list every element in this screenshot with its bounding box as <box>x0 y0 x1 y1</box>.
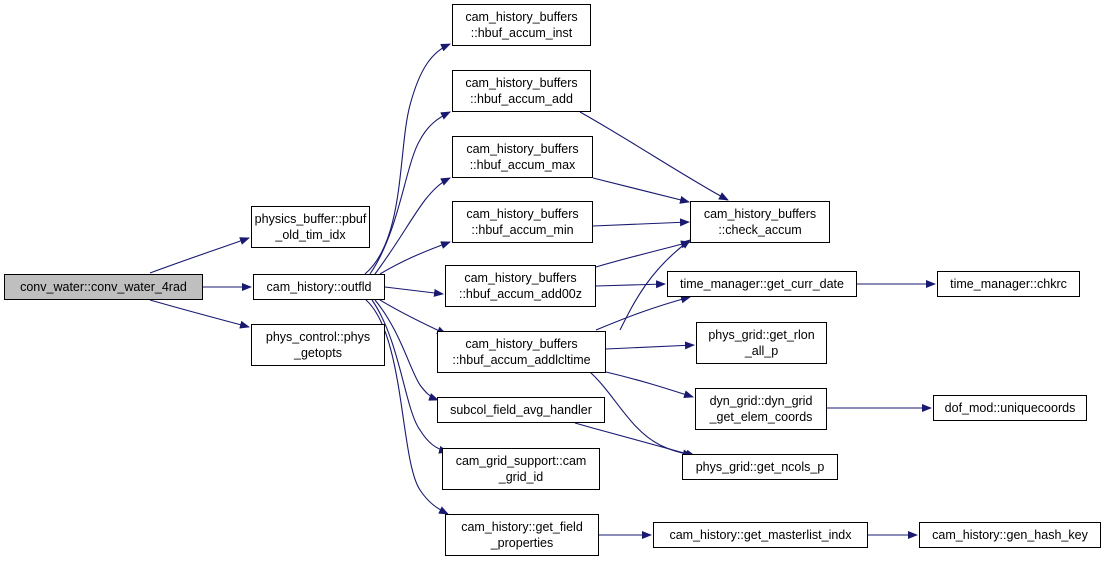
edge-outfld-to-cam-grid-id <box>371 299 449 454</box>
node-chkrc[interactable]: time_manager::chkrc <box>937 271 1080 297</box>
node-hbuf-accum-add00z[interactable]: cam_history_buffers ::hbuf_accum_add00z <box>445 265 596 307</box>
node-outfld[interactable]: cam_history::outfld <box>253 274 385 300</box>
node-gen-hash-key[interactable]: cam_history::gen_hash_key <box>919 522 1101 548</box>
edge-hbuf-accum-max-to-check-accum <box>592 177 690 204</box>
node-label: cam_history::get_field <box>461 520 583 534</box>
node-conv-water-4rad: conv_water::conv_water_4rad <box>4 274 203 300</box>
edge-outfld-to-get-field-properties <box>365 299 449 515</box>
node-hbuf-accum-add[interactable]: cam_history_buffers ::hbuf_accum_add <box>452 70 591 112</box>
node-label: ::hbuf_accum_add <box>470 92 573 106</box>
node-hbuf-accum-inst[interactable]: cam_history_buffers ::hbuf_accum_inst <box>452 4 591 46</box>
node-label: phys_grid::get_rlon <box>708 328 815 342</box>
edge-hbuf-accum-add00z-to-get-curr-date <box>595 280 666 289</box>
node-label: ::hbuf_accum_inst <box>470 26 573 40</box>
edge-hbuf-accum-addlcltime-to-get-ncols-p <box>589 371 693 458</box>
node-dyn-grid-get-elem-coords[interactable]: dyn_grid::dyn_grid _get_elem_coords <box>695 388 827 430</box>
node-label: cam_history::gen_hash_key <box>932 528 1088 542</box>
edge-outfld-to-hbuf-accum-add <box>369 111 451 275</box>
node-label: cam_grid_support::cam <box>455 454 587 468</box>
node-label: cam_history_buffers <box>465 10 578 24</box>
edge-outfld-to-hbuf-accum-min <box>379 241 451 275</box>
node-label: ::hbuf_accum_min <box>471 223 574 237</box>
node-label: phys_control::phys <box>265 330 371 344</box>
node-label: ::hbuf_accum_max <box>469 158 576 172</box>
node-label: cam_history_buffers <box>464 271 577 285</box>
node-get-curr-date[interactable]: time_manager::get_curr_date <box>667 271 857 297</box>
node-hbuf-accum-min[interactable]: cam_history_buffers ::hbuf_accum_min <box>452 201 593 243</box>
node-get-rlon-all-p[interactable]: phys_grid::get_rlon _all_p <box>696 322 827 364</box>
node-label: ::hbuf_accum_addlcltime <box>452 353 591 367</box>
node-label: conv_water::conv_water_4rad <box>20 280 187 294</box>
node-get-field-properties[interactable]: cam_history::get_field _properties <box>445 514 599 556</box>
node-pbuf-old-tim-idx[interactable]: physics_buffer::pbuf _old_tim_idx <box>251 206 370 248</box>
node-hbuf-accum-addlcltime[interactable]: cam_history_buffers ::hbuf_accum_addlclt… <box>437 331 606 373</box>
node-phys-getopts[interactable]: phys_control::phys _getopts <box>251 324 385 366</box>
node-label: _getopts <box>294 346 342 360</box>
edge-hbuf-accum-addlcltime-to-dyn-grid-get-elem-coords <box>605 371 694 399</box>
edge-hbuf-accum-addlcltime-to-get-rlon-all-p <box>605 341 695 350</box>
node-get-ncols-p[interactable]: phys_grid::get_ncols_p <box>682 454 838 480</box>
edge-conv-water-4rad-to-pbuf-old-tim-idx <box>149 237 250 274</box>
node-label: cam_history::get_masterlist_indx <box>669 528 852 542</box>
node-label: phys_grid::get_ncols_p <box>695 460 825 474</box>
edge-hbuf-accum-add-to-check-accum <box>579 111 729 201</box>
node-label: cam_history_buffers <box>466 142 579 156</box>
node-label: cam_history_buffers <box>703 207 817 221</box>
node-label: _all_p <box>744 344 779 358</box>
node-label: cam_history_buffers <box>465 76 578 90</box>
node-label: ::hbuf_accum_add00z <box>458 287 582 301</box>
edge-hbuf-accum-min-to-check-accum <box>592 218 690 227</box>
node-label: cam_history::outfld <box>266 280 372 294</box>
edge-hbuf-accum-addlcltime-to-get-curr-date <box>595 295 691 331</box>
node-get-masterlist-indx[interactable]: cam_history::get_masterlist_indx <box>653 522 868 548</box>
node-label: ::check_accum <box>718 223 802 237</box>
node-label: _properties <box>490 536 554 550</box>
node-check-accum[interactable]: cam_history_buffers ::check_accum <box>690 201 830 243</box>
node-cam-grid-id[interactable]: cam_grid_support::cam _grid_id <box>442 448 600 490</box>
node-hbuf-accum-max[interactable]: cam_history_buffers ::hbuf_accum_max <box>452 136 593 178</box>
edge-subcol-field-avg-handler-to-get-ncols-p <box>574 422 696 458</box>
node-label: cam_history_buffers <box>466 207 579 221</box>
node-label: _grid_id <box>498 470 544 484</box>
node-subcol-field-avg-handler[interactable]: subcol_field_avg_handler <box>437 397 605 423</box>
edge-hbuf-accum-add00z-to-check-accum <box>595 240 691 268</box>
node-label: subcol_field_avg_handler <box>450 403 592 417</box>
edge-outfld-to-hbuf-accum-max <box>374 177 451 275</box>
edge-outfld-to-hbuf-accum-inst <box>364 43 451 275</box>
node-label: dof_mod::uniquecoords <box>944 401 1076 415</box>
node-uniquecoords[interactable]: dof_mod::uniquecoords <box>933 395 1087 421</box>
edge-outfld-to-subcol-field-avg-handler <box>374 299 439 401</box>
edge-conv-water-4rad-to-phys-getopts <box>149 299 250 329</box>
edge-outfld-to-hbuf-accum-addlcltime <box>379 299 447 335</box>
node-label: dyn_grid::dyn_grid <box>709 394 813 408</box>
node-label: _old_tim_idx <box>275 228 346 242</box>
node-label: time_manager::get_curr_date <box>680 277 844 291</box>
node-label: _get_elem_coords <box>709 410 813 424</box>
node-label: cam_history_buffers <box>465 337 578 351</box>
edge-outfld-to-hbuf-accum-add00z <box>384 286 444 297</box>
node-label: time_manager::chkrc <box>950 277 1067 291</box>
node-label: physics_buffer::pbuf <box>254 212 367 226</box>
